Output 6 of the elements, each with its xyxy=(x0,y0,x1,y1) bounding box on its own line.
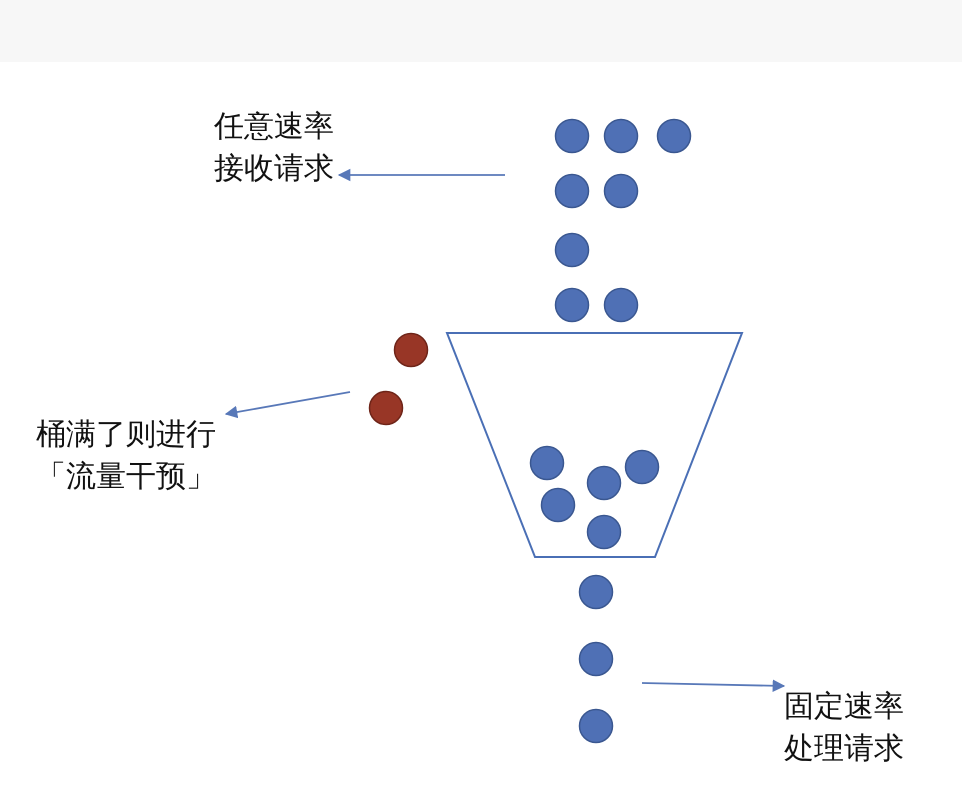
annotation-text: 任意速率接收请求 xyxy=(214,106,339,190)
arrow xyxy=(338,168,505,182)
arrow xyxy=(642,679,786,692)
annotation-text: 桶满了则进行「流量干预」 xyxy=(36,414,226,498)
arrow xyxy=(224,391,350,418)
annotation-text: 固定速率处理请求 xyxy=(784,686,909,770)
